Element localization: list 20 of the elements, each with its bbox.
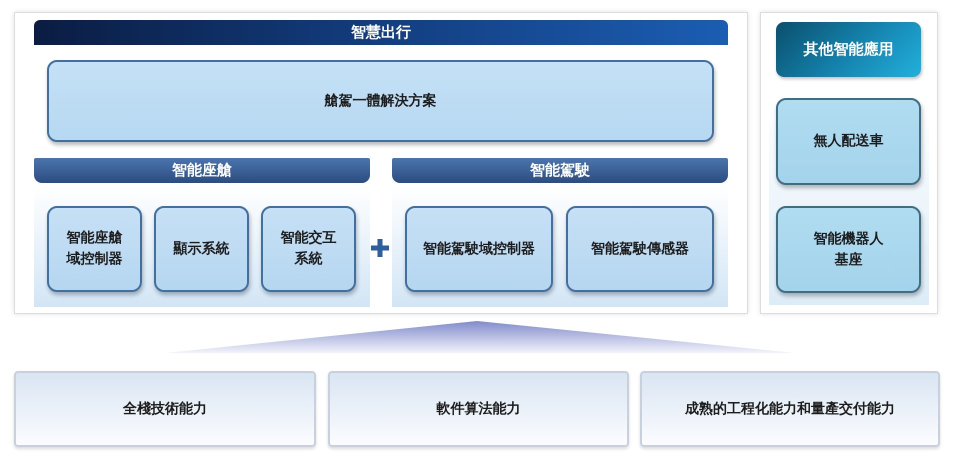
- support-wedge: [165, 321, 795, 353]
- module-box: 智能座艙域控制器: [47, 206, 142, 292]
- capability-box: 全棧技術能力: [14, 371, 316, 447]
- module-box: 無人配送車: [776, 98, 921, 185]
- section-header: 其他智能應用: [776, 22, 921, 77]
- section-header: 智能駕駛: [392, 158, 728, 183]
- section-header: 智能座艙: [34, 158, 370, 183]
- panel-card: [760, 12, 938, 314]
- module-box: 智能駕駛域控制器: [405, 206, 553, 292]
- capability-box: 軟件算法能力: [328, 371, 629, 447]
- section-header: 智慧出行: [34, 20, 728, 45]
- module-box: 智能駕駛傳感器: [566, 206, 714, 292]
- group-panel: [34, 158, 370, 307]
- capability-box: 成熟的工程化能力和量產交付能力: [640, 371, 940, 447]
- module-box: 智能交互系統: [261, 206, 356, 292]
- solution-box: 艙駕一體解決方案: [47, 60, 714, 142]
- module-box: 智能機器人基座: [776, 206, 921, 293]
- module-box: 顯示系統: [154, 206, 249, 292]
- panel-card: [14, 12, 748, 314]
- group-panel: [392, 158, 728, 307]
